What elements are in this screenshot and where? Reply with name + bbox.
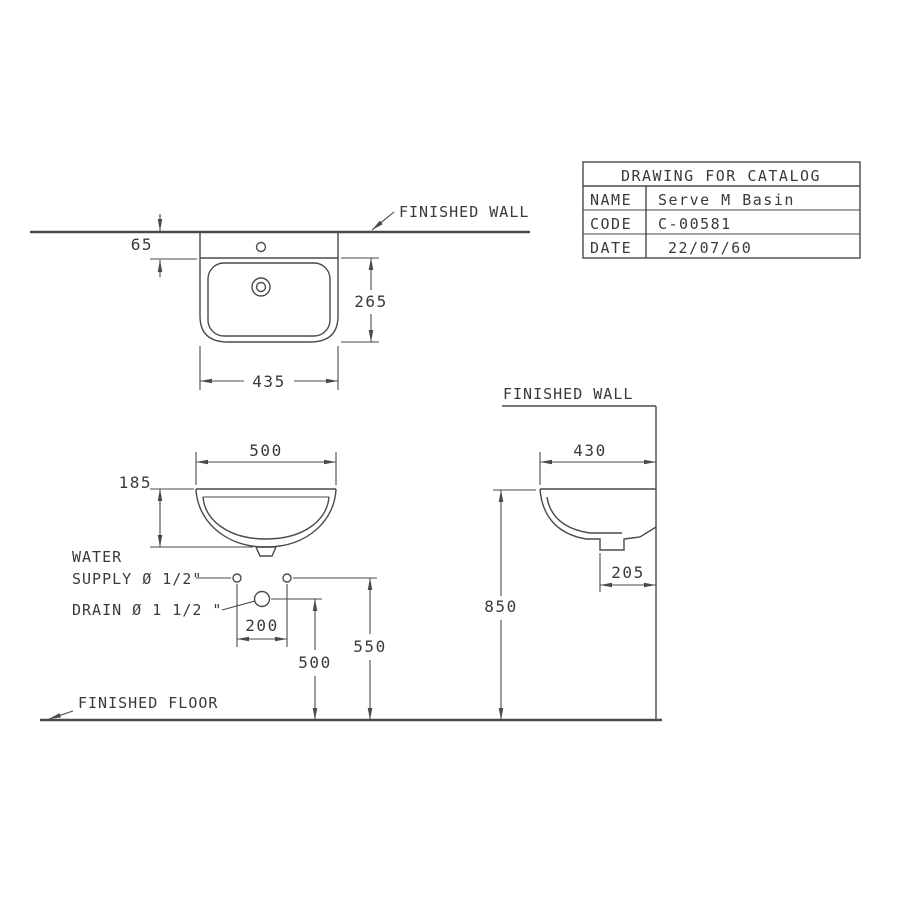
plan-finished-wall-label: FINISHED WALL: [399, 203, 529, 221]
front-view: 500 185 WATER SUPPLY Ø 1/2" DRAIN Ø 1 1/…: [72, 441, 386, 720]
plan-view: FINISHED WALL 65 265 435: [30, 203, 530, 391]
drain-leader: [221, 600, 256, 611]
dim-185-text: 185: [119, 473, 152, 492]
title-block-label-code: CODE: [590, 215, 632, 233]
water-supply-label-line1: WATER: [72, 548, 122, 566]
title-block-value-date: 22/07/60: [668, 239, 752, 257]
title-block-value-code: C-00581: [658, 215, 732, 233]
side-basin-outer-profile: [539, 488, 657, 551]
side-finished-wall-label: FINISHED WALL: [503, 385, 633, 403]
floor: FINISHED FLOOR: [40, 694, 662, 722]
side-view: FINISHED WALL 430 205 850: [484, 385, 657, 720]
plan-wall-fixing-hole: [255, 241, 267, 253]
dim-500h-text: 500: [298, 653, 331, 672]
front-basin-drain-outlet: [254, 546, 278, 557]
side-basin-inner-profile: [546, 496, 622, 534]
drain-hole: [253, 590, 271, 608]
plan-faucet-hole-outer: [251, 277, 271, 297]
dim-435-text: 435: [252, 372, 285, 391]
water-supply-hole-left: [232, 573, 242, 583]
title-block-label-name: NAME: [590, 191, 632, 209]
title-block: DRAWING FOR CATALOG NAME Serve M Basin C…: [582, 161, 861, 259]
finished-floor-leader: [48, 710, 74, 720]
title-block-value-name: Serve M Basin: [658, 191, 795, 209]
title-block-label-date: DATE: [590, 239, 632, 257]
dim-205-text: 205: [611, 563, 644, 582]
water-supply-hole-right: [282, 573, 292, 583]
plan-faucet-hole-inner: [255, 281, 267, 293]
front-basin-inner-bowl: [202, 496, 330, 540]
water-supply-label-line2: SUPPLY Ø 1/2": [72, 570, 202, 588]
plan-basin-outline: [199, 232, 339, 343]
dim-550-text: 550: [353, 637, 386, 656]
finished-floor-label: FINISHED FLOOR: [78, 694, 218, 712]
dim-850-text: 850: [484, 597, 517, 616]
plan-basin-rim: [207, 262, 331, 337]
drain-label: DRAIN Ø 1 1/2 ": [72, 601, 222, 619]
title-block-title: DRAWING FOR CATALOG: [621, 167, 821, 185]
dim-200-text: 200: [245, 616, 278, 635]
dim-500w-text: 500: [249, 441, 282, 460]
plan-finished-wall-leader: [371, 211, 395, 231]
dim-430-text: 430: [573, 441, 606, 460]
dim-265-text: 265: [354, 292, 387, 311]
dim-65-text: 65: [131, 235, 153, 254]
